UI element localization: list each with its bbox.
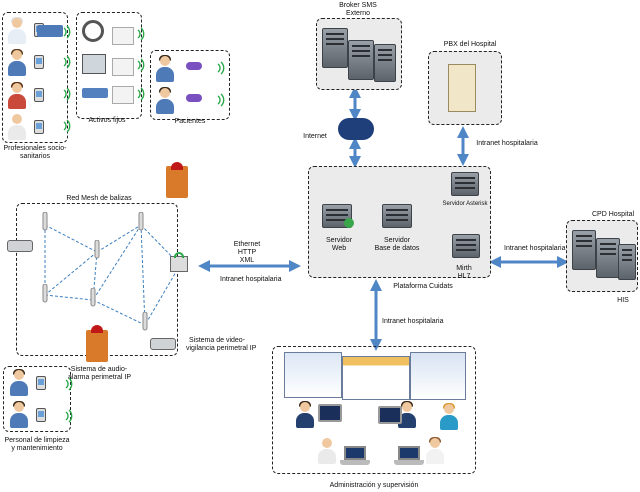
wifi-signal-icon xyxy=(63,25,71,39)
ethernet-label: Ethernet HTTP XML xyxy=(233,241,261,264)
his-server-icon xyxy=(572,230,596,270)
wifi-signal-icon xyxy=(65,377,73,391)
intranet-left-label: Intranet hospitalaria xyxy=(220,276,282,283)
pacientes-label: Pacientes xyxy=(174,118,206,125)
profesionales-label: Profesionales socio- sanitarios xyxy=(3,145,67,160)
asset-tag-icon xyxy=(112,58,134,76)
mirth-server-icon xyxy=(452,234,480,258)
siren-light-icon xyxy=(91,325,103,333)
limpieza-group xyxy=(3,366,71,432)
pbx-label: PBX del Hospital xyxy=(443,41,497,48)
doctor-avatar xyxy=(8,49,26,76)
dashboard-screenshot-2 xyxy=(342,356,410,400)
beacon-antenna-icon xyxy=(88,287,98,310)
gateway-signal-icon xyxy=(174,252,184,258)
wifi-signal-icon xyxy=(63,119,71,133)
wifi-signal-icon xyxy=(63,55,71,69)
doctor-supervisor-avatar xyxy=(426,437,444,464)
wifi-signal-icon xyxy=(217,93,225,107)
hospital-bed-icon xyxy=(37,25,63,37)
servidor-web-label: Servidor Web xyxy=(325,237,353,252)
workstation-monitor-icon xyxy=(318,404,342,422)
admin-label: Administración y supervisión xyxy=(329,482,419,489)
badge-device-icon xyxy=(36,376,46,390)
beacon-antenna-icon xyxy=(92,239,102,262)
plataforma-label: Plataforma Cuidats xyxy=(393,283,453,290)
wifi-signal-icon xyxy=(217,61,225,75)
his-server-icon xyxy=(618,244,636,280)
internet-cloud-icon xyxy=(338,118,374,140)
servidor-bd-label: Servidor Base de datos xyxy=(374,237,420,252)
badge-device-icon xyxy=(36,408,46,422)
asterisk-server-icon xyxy=(451,172,479,196)
broker-label: Broker SMS Externo xyxy=(339,2,377,17)
intranet-right-label: Intranet hospitalaria xyxy=(504,245,566,252)
patient-avatar-1 xyxy=(156,55,174,82)
intranet-pbx-label: Intranet hospitalaria xyxy=(476,140,538,147)
asset-tag-icon xyxy=(112,27,134,45)
sms-server-icon xyxy=(348,40,374,80)
audio-label: Sistema de audio- alarma perimetral IP xyxy=(68,366,132,381)
nurse-avatar-3 xyxy=(8,113,26,140)
pbx-box xyxy=(428,51,502,125)
siren-speaker-icon xyxy=(86,330,108,362)
beacon-antenna-icon xyxy=(140,311,150,334)
laptop-icon xyxy=(394,446,424,466)
servidor-asterisk-label: Servidor Asterisk xyxy=(442,201,488,207)
activos-label: Activos fijos xyxy=(88,117,126,124)
admin-user-avatar-3 xyxy=(440,403,458,430)
limpieza-label: Personal de limpieza y mantenimiento xyxy=(4,437,70,452)
security-camera-icon xyxy=(7,240,33,252)
workstation-monitor-icon xyxy=(378,406,402,424)
beacon-antenna-icon xyxy=(40,283,50,306)
admin-box xyxy=(272,346,476,474)
wifi-signal-icon xyxy=(137,58,145,72)
admin-user-avatar-1 xyxy=(296,401,314,428)
beacon-antenna-icon xyxy=(40,211,50,234)
profesionales-group xyxy=(2,12,68,143)
wifi-signal-icon xyxy=(137,27,145,41)
sms-server-icon xyxy=(374,44,396,82)
nurse-supervisor-avatar xyxy=(318,437,336,464)
cpd-label: CPD Hospital xyxy=(592,211,635,218)
wifi-signal-icon xyxy=(65,409,73,423)
badge-device-icon xyxy=(34,120,44,134)
nurse-avatar-2 xyxy=(8,82,26,109)
db-server-icon xyxy=(382,204,412,228)
intranet-bottom-label: Intranet hospitalaria xyxy=(382,318,444,325)
pbx-cabinet-icon xyxy=(448,64,476,112)
laptop-icon xyxy=(340,446,370,466)
mirth-label: Mirth HL7 xyxy=(456,265,472,280)
security-camera-icon xyxy=(150,338,176,350)
his-label: HIS xyxy=(617,297,629,304)
red-mesh-label: Red Mesh de balizas xyxy=(65,195,133,203)
asset-tag-icon xyxy=(112,86,134,104)
wristband-icon xyxy=(186,62,202,70)
wheelchair-icon xyxy=(82,20,104,42)
badge-device-icon xyxy=(34,55,44,69)
monitor-device-icon xyxy=(82,54,106,74)
globe-icon xyxy=(344,218,354,228)
siren-speaker-icon xyxy=(166,166,188,198)
wifi-signal-icon xyxy=(137,87,145,101)
badge-device-icon xyxy=(34,88,44,102)
siren-light-icon xyxy=(171,162,183,170)
sms-server-icon xyxy=(322,28,348,68)
nurse-avatar-1 xyxy=(8,17,26,44)
cleaning-staff-avatar-1 xyxy=(10,369,28,396)
dashboard-screenshot-3 xyxy=(410,352,466,400)
internet-label: Internet xyxy=(303,133,327,140)
admin-user-avatar-2 xyxy=(398,401,416,428)
beacon-antenna-icon xyxy=(136,211,146,234)
wristband-icon xyxy=(186,94,202,102)
activos-group xyxy=(76,12,142,119)
pacientes-group xyxy=(150,50,230,120)
patient-avatar-2 xyxy=(156,87,174,114)
cleaning-staff-avatar-2 xyxy=(10,401,28,428)
wifi-signal-icon xyxy=(63,87,71,101)
stretcher-icon xyxy=(82,88,108,98)
dashboard-screenshot-1 xyxy=(284,352,342,398)
